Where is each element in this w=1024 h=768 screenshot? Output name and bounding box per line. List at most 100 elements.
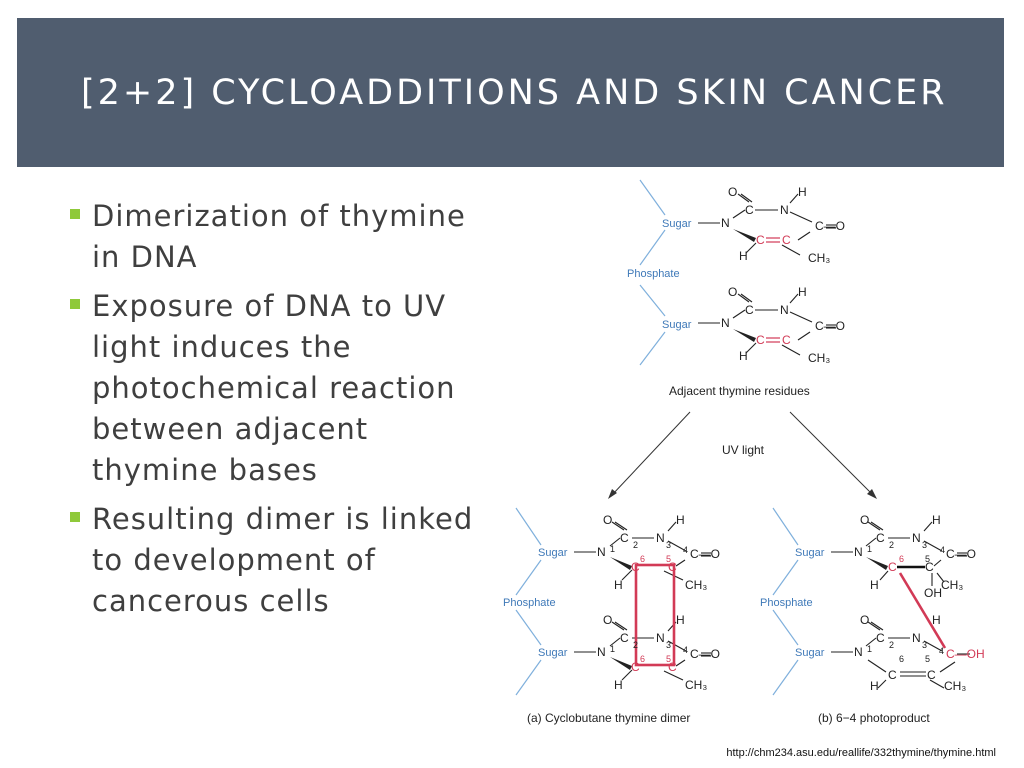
atom-c-o: C—O bbox=[946, 547, 976, 561]
atom-h: H bbox=[739, 349, 748, 363]
right-upper-ring bbox=[831, 521, 967, 586]
phosphate-label-left: Phosphate bbox=[503, 597, 556, 609]
wedge-bond bbox=[610, 557, 632, 570]
atom-n: N bbox=[854, 545, 863, 559]
atom-c-red: C bbox=[631, 660, 640, 674]
atom-n: N bbox=[780, 203, 789, 217]
sugar-label-right-1: Sugar bbox=[795, 547, 825, 559]
sugar-label-right-2: Sugar bbox=[795, 647, 825, 659]
atom-c-o: C—O bbox=[815, 219, 845, 233]
atom-c: C bbox=[888, 668, 897, 682]
atom-n: N bbox=[597, 645, 606, 659]
atom-c-red: C bbox=[782, 333, 791, 347]
ring-number: 2 bbox=[889, 640, 894, 650]
ring-number: 3 bbox=[922, 640, 927, 650]
arrow-left bbox=[611, 411, 691, 496]
top-ring-1 bbox=[698, 193, 836, 256]
atom-n: N bbox=[854, 645, 863, 659]
red-linkage-bond bbox=[898, 572, 947, 649]
atom-c-oh-red: C—OH bbox=[946, 647, 985, 661]
bullet-square-icon bbox=[70, 299, 80, 309]
atom-c: C bbox=[620, 631, 629, 645]
atom-ch3: CH₃ bbox=[808, 251, 830, 265]
page-title: [2+2] Cycloadditions and skin cancer bbox=[81, 72, 948, 113]
atom-c-o: C—O bbox=[690, 547, 720, 561]
ring-number-red: 5 bbox=[666, 554, 671, 564]
atom-oh: OH bbox=[924, 586, 942, 600]
atom-h: H bbox=[870, 679, 879, 693]
left-lower-ring bbox=[574, 621, 711, 681]
ring-number: 1 bbox=[867, 544, 872, 554]
atom-c: C bbox=[876, 631, 885, 645]
atom-c: C bbox=[925, 560, 934, 574]
atom-c-o: C—O bbox=[690, 647, 720, 661]
bullet-square-icon bbox=[70, 209, 80, 219]
atom-h: H bbox=[614, 678, 623, 692]
sugar-label-top-1: Sugar bbox=[662, 218, 692, 230]
atom-c-o: C—O bbox=[815, 319, 845, 333]
atom-h: H bbox=[932, 613, 941, 627]
atom-n: N bbox=[912, 531, 921, 545]
bullet-text: Exposure of DNA to UV light induces the … bbox=[92, 289, 456, 487]
atom-h: H bbox=[739, 249, 748, 263]
bullet-text: Resulting dimer is linked to development… bbox=[92, 502, 474, 618]
atom-ch3: CH₃ bbox=[685, 578, 707, 592]
atom-c-red: C bbox=[756, 333, 765, 347]
atom-c-red: C bbox=[668, 660, 677, 674]
atom-h: H bbox=[798, 185, 807, 199]
ring-number-red: 6 bbox=[640, 554, 645, 564]
bullet-item: Resulting dimer is linked to development… bbox=[70, 499, 480, 622]
bullet-list: Dimerization of thymine in DNA Exposure … bbox=[70, 196, 480, 630]
atom-o: O bbox=[603, 613, 612, 627]
atom-o: O bbox=[860, 613, 869, 627]
source-url: http://chm234.asu.edu/reallife/332thymin… bbox=[726, 747, 996, 759]
uv-light-label: UV light bbox=[722, 443, 765, 457]
atom-n: N bbox=[780, 303, 789, 317]
ring-number: 2 bbox=[633, 640, 638, 650]
atom-o: O bbox=[860, 513, 869, 527]
atom-c-red: C bbox=[782, 233, 791, 247]
arrow-head-icon bbox=[867, 489, 877, 499]
ring-number: 4 bbox=[940, 545, 945, 555]
top-backbone bbox=[639, 179, 666, 366]
ring-number: 3 bbox=[922, 540, 927, 550]
bullet-item: Exposure of DNA to UV light induces the … bbox=[70, 286, 480, 491]
left-upper-ring bbox=[574, 521, 711, 581]
arrow-right bbox=[789, 411, 874, 496]
ring-number: 2 bbox=[889, 540, 894, 550]
atom-o: O bbox=[603, 513, 612, 527]
atom-c-red: C bbox=[631, 560, 640, 574]
ring-number-red: 5 bbox=[666, 654, 671, 664]
atom-h: H bbox=[870, 578, 879, 592]
atom-o: O bbox=[728, 185, 737, 199]
atom-h: H bbox=[932, 513, 941, 527]
atom-h: H bbox=[798, 285, 807, 299]
ring-number: 5 bbox=[925, 554, 930, 564]
top-ring-2 bbox=[698, 293, 836, 356]
atom-n: N bbox=[721, 316, 730, 330]
atom-o: O bbox=[728, 285, 737, 299]
phosphate-label-right: Phosphate bbox=[760, 597, 813, 609]
arrow-head-icon bbox=[608, 489, 617, 499]
ring-number: 5 bbox=[925, 654, 930, 664]
ring-number: 3 bbox=[666, 640, 671, 650]
bullet-square-icon bbox=[70, 512, 80, 522]
ring-number: 4 bbox=[683, 545, 688, 555]
atom-h: H bbox=[676, 613, 685, 627]
ring-number: 1 bbox=[867, 644, 872, 654]
atom-c: C bbox=[745, 303, 754, 317]
bullet-text: Dimerization of thymine in DNA bbox=[92, 199, 466, 274]
ring-number: 4 bbox=[683, 645, 688, 655]
atom-n: N bbox=[912, 631, 921, 645]
atom-ch3: CH₃ bbox=[808, 351, 830, 365]
caption-a: (a) Cyclobutane thymine dimer bbox=[527, 711, 690, 725]
ring-number: 6 bbox=[899, 654, 904, 664]
atom-ch3: CH₃ bbox=[941, 578, 963, 592]
wedge-bond bbox=[866, 557, 888, 570]
sugar-label-top-2: Sugar bbox=[662, 319, 692, 331]
cyclobutane-ring bbox=[634, 563, 676, 667]
caption-b: (b) 6−4 photoproduct bbox=[818, 711, 930, 725]
wedge-bond bbox=[610, 657, 632, 670]
atom-n: N bbox=[656, 631, 665, 645]
